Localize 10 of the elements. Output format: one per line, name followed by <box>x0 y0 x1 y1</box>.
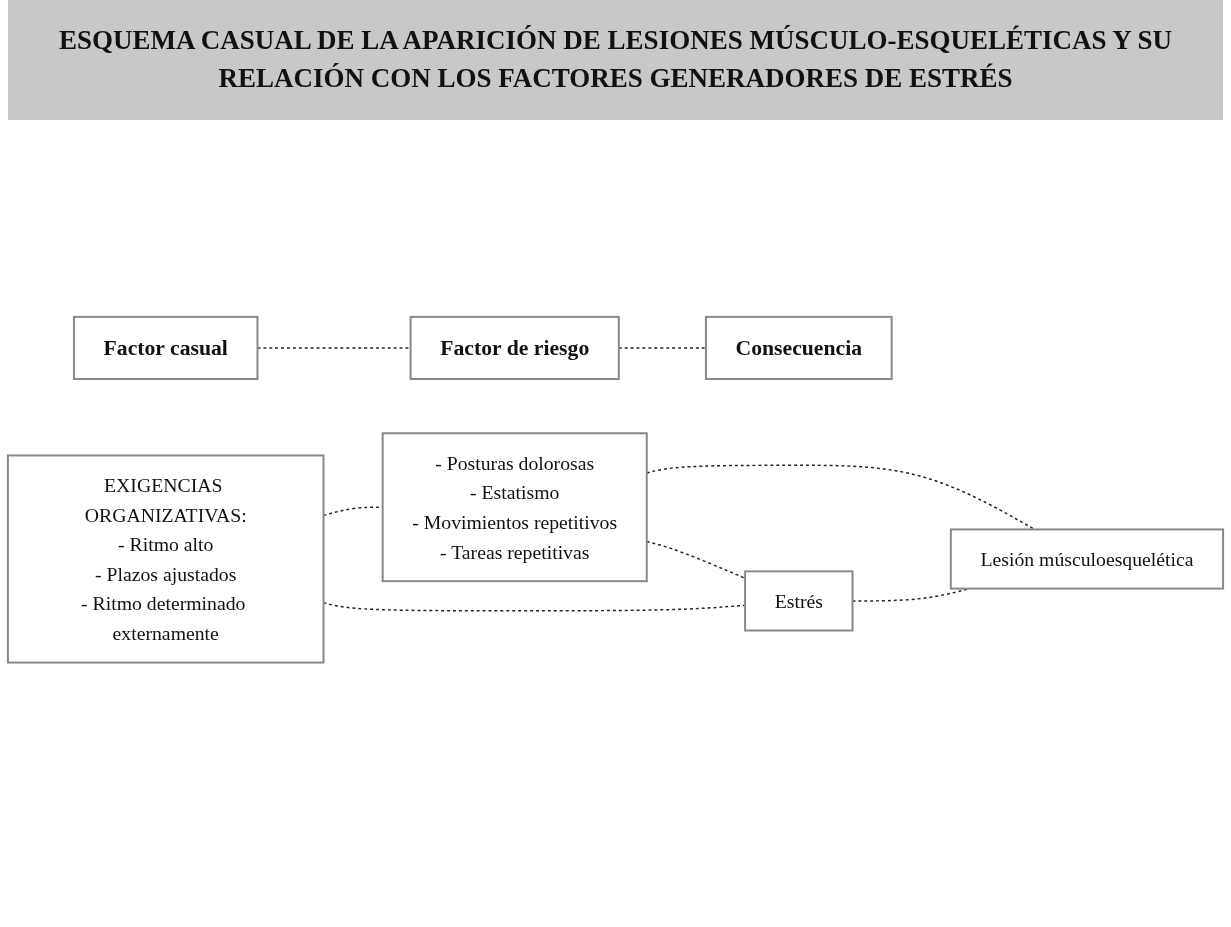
diagram-title: ESQUEMA CASUAL DE LA APARICIÓN DE LESIONES MÚSCULO-ESQUELÉTICAS Y SU RELACIÓN CON LOS FACTORES GENERADORES DE ESTRÉS <box>8 0 1223 120</box>
connector <box>646 540 746 579</box>
connector <box>646 464 1036 530</box>
node-box: Lesión músculoesquelética <box>949 528 1225 590</box>
node-box: Estrés <box>744 570 854 632</box>
node-box: Factor casual <box>72 315 259 380</box>
node-box: - Posturas dolorosas - Estatismo - Movimientos repetitivos - Tareas repetitivas <box>381 432 648 583</box>
node-box: EXIGENCIAS ORGANIZATIVAS: - Ritmo alto - Plazos ajustados - Ritmo determinado externamente <box>6 454 325 664</box>
node-box: Consecuencia <box>704 315 893 380</box>
node-box: Factor de riesgo <box>409 315 620 380</box>
